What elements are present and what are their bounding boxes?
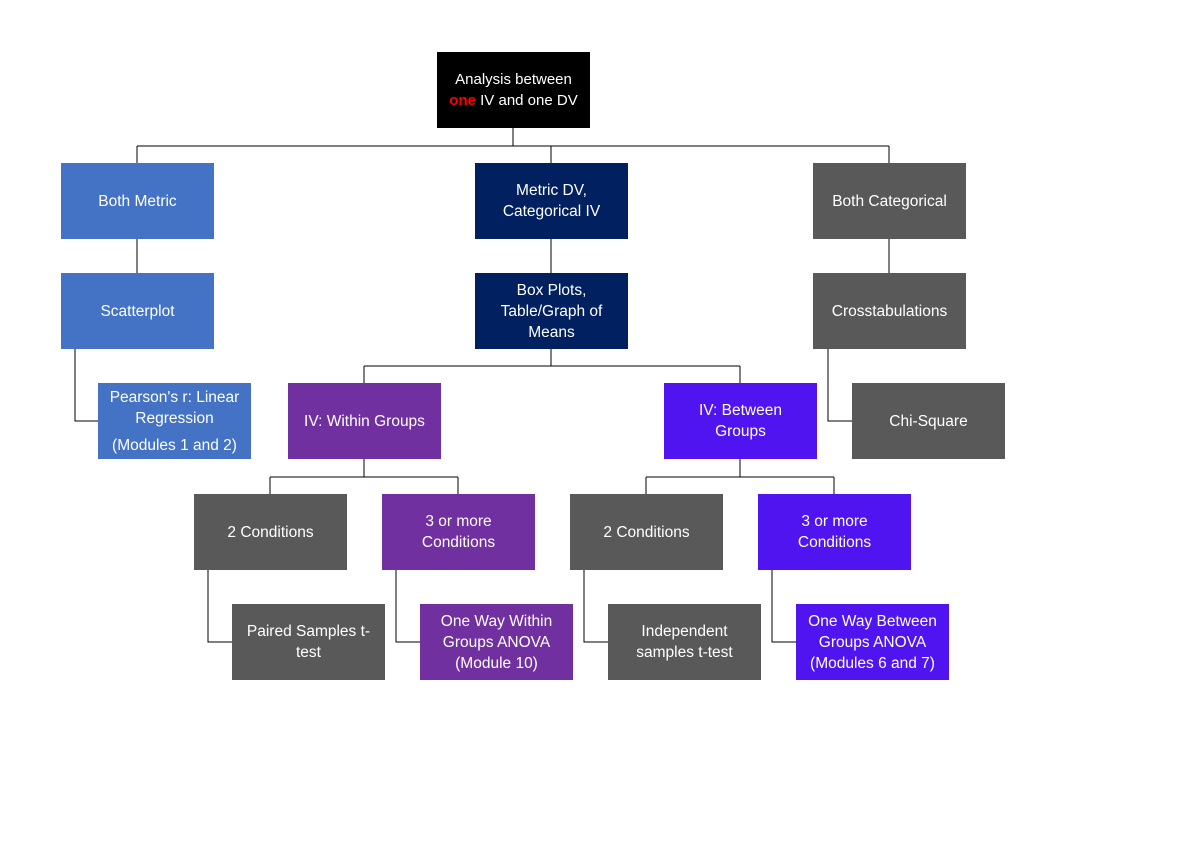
within-groups-label: IV: Within Groups: [304, 412, 425, 430]
node-crosstabulations: Crosstabulations: [813, 273, 966, 349]
scatterplot-label: Scatterplot: [100, 302, 175, 320]
both-categorical-label: Both Categorical: [832, 192, 947, 210]
node-pearson-regression: Pearson's r: Linear Regression (Modules …: [98, 383, 251, 459]
chi-square-label: Chi-Square: [889, 412, 968, 430]
between-three-line1: 3 or more: [801, 513, 868, 530]
node-both-metric: Both Metric: [61, 163, 214, 239]
between-line1: IV: Between: [698, 402, 782, 419]
oneway-between-line1: One Way Between: [808, 612, 937, 630]
within-three-line2: Conditions: [421, 534, 496, 551]
independent-line2: samples t-test: [636, 644, 733, 661]
between-line2: Groups: [715, 423, 766, 440]
node-one-way-within-anova: One Way Within Groups ANOVA (Module 10): [420, 604, 573, 680]
oneway-within-line1: One Way Within: [440, 612, 553, 630]
node-box-plots: Box Plots, Table/Graph of Means: [475, 273, 628, 349]
between-two-label: 2 Conditions: [603, 523, 690, 541]
node-chi-square: Chi-Square: [852, 383, 1005, 459]
pearson-line3: (Modules 1 and 2): [112, 436, 237, 454]
node-metric-dv-categorical-iv: Metric DV, Categorical IV: [475, 163, 628, 239]
pearson-line2: Regression: [135, 409, 214, 427]
within-two-label: 2 Conditions: [227, 523, 314, 541]
node-both-categorical: Both Categorical: [813, 163, 966, 239]
connector-within-three-oneway: [395, 570, 420, 643]
connector-within-two-paired: [207, 570, 232, 643]
node-iv-within-groups: IV: Within Groups: [288, 383, 441, 459]
root-line2-rest: IV and one DV: [475, 92, 578, 109]
node-paired-samples-t-test: Paired Samples t- test: [232, 604, 385, 680]
connector-crosstab-chisquare: [827, 349, 852, 422]
metric-dv-line2: Categorical IV: [502, 203, 601, 220]
metric-dv-line1: Metric DV,: [516, 182, 587, 199]
boxplots-line3: Means: [528, 323, 575, 341]
node-iv-between-groups: IV: Between Groups: [664, 383, 817, 459]
node-within-two-conditions: 2 Conditions: [194, 494, 347, 570]
both-metric-label: Both Metric: [98, 192, 177, 210]
connector-between-three-oneway: [771, 570, 796, 643]
connector-between-two-independent: [583, 570, 608, 643]
node-one-way-between-anova: One Way Between Groups ANOVA (Modules 6 …: [796, 604, 949, 680]
root-accent-word: one: [449, 92, 476, 109]
crosstabulations-label: Crosstabulations: [831, 302, 948, 320]
oneway-between-line2: Groups ANOVA: [818, 633, 927, 651]
paired-line1: Paired Samples t-: [246, 623, 371, 640]
node-independent-samples-t-test: Independent samples t-test: [608, 604, 761, 680]
oneway-between-line3: (Modules 6 and 7): [810, 654, 935, 672]
node-root-analysis: Analysis between one IV and one DV: [437, 52, 590, 128]
within-three-line1: 3 or more: [425, 513, 492, 530]
node-between-three-conditions: 3 or more Conditions: [758, 494, 911, 570]
root-line2: one IV and one DV: [449, 90, 577, 111]
between-three-line2: Conditions: [797, 534, 872, 551]
pearson-line1: Pearson's r: Linear: [109, 388, 240, 406]
root-line1: Analysis between: [455, 71, 572, 88]
boxplots-line1: Box Plots,: [516, 281, 587, 299]
node-within-three-conditions: 3 or more Conditions: [382, 494, 535, 570]
node-between-two-conditions: 2 Conditions: [570, 494, 723, 570]
connector-scatterplot-pearson: [74, 349, 98, 422]
node-scatterplot: Scatterplot: [61, 273, 214, 349]
boxplots-line2: Table/Graph of: [500, 302, 603, 320]
paired-line2: test: [296, 644, 321, 661]
oneway-within-line3: (Module 10): [455, 654, 538, 672]
oneway-within-line2: Groups ANOVA: [442, 633, 551, 651]
independent-line1: Independent: [641, 623, 728, 640]
